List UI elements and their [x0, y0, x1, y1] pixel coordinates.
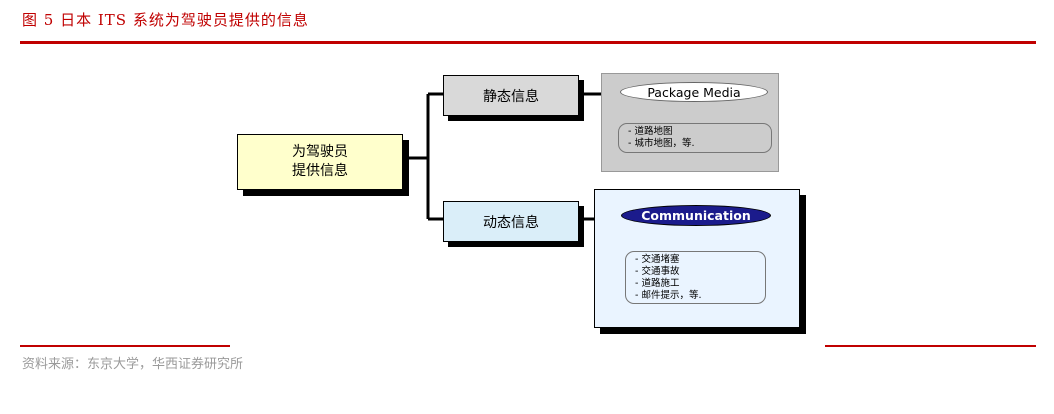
source-note: 资料来源：东京大学，华西证券研究所	[22, 357, 244, 372]
list-item: - 道路施工	[635, 278, 680, 289]
bottom-rule-gap	[230, 345, 825, 347]
list-item: - 交通堵塞	[635, 254, 680, 265]
root-node: 为驾驶员 提供信息	[237, 134, 403, 190]
dynamic-items-list: - 交通堵塞 - 交通事故 - 道路施工 - 邮件提示，等.	[625, 251, 766, 304]
dynamic-info-node: 动态信息	[443, 201, 579, 242]
root-line-2: 提供信息	[292, 163, 348, 179]
list-item: - 道路地图	[628, 126, 673, 137]
package-media-panel: Package Media - 道路地图 - 城市地图，等.	[601, 73, 779, 172]
package-media-label: Package Media	[647, 84, 741, 100]
static-info-node: 静态信息	[443, 75, 579, 116]
list-item: - 邮件提示，等.	[635, 290, 702, 301]
figure-title: 图 5 日本 ITS 系统为驾驶员提供的信息	[22, 11, 309, 29]
static-info-label: 静态信息	[483, 88, 539, 105]
list-item: - 城市地图，等.	[628, 138, 695, 149]
static-items-list: - 道路地图 - 城市地图，等.	[618, 123, 772, 153]
communication-pill: Communication	[621, 205, 771, 226]
dynamic-info-label: 动态信息	[483, 214, 539, 231]
root-line-1: 为驾驶员	[292, 144, 348, 160]
package-media-pill: Package Media	[620, 82, 768, 102]
communication-panel: Communication - 交通堵塞 - 交通事故 - 道路施工 - 邮件提…	[594, 189, 800, 328]
communication-label: Communication	[641, 208, 751, 223]
top-rule	[20, 41, 1036, 44]
list-item: - 交通事故	[635, 266, 680, 277]
